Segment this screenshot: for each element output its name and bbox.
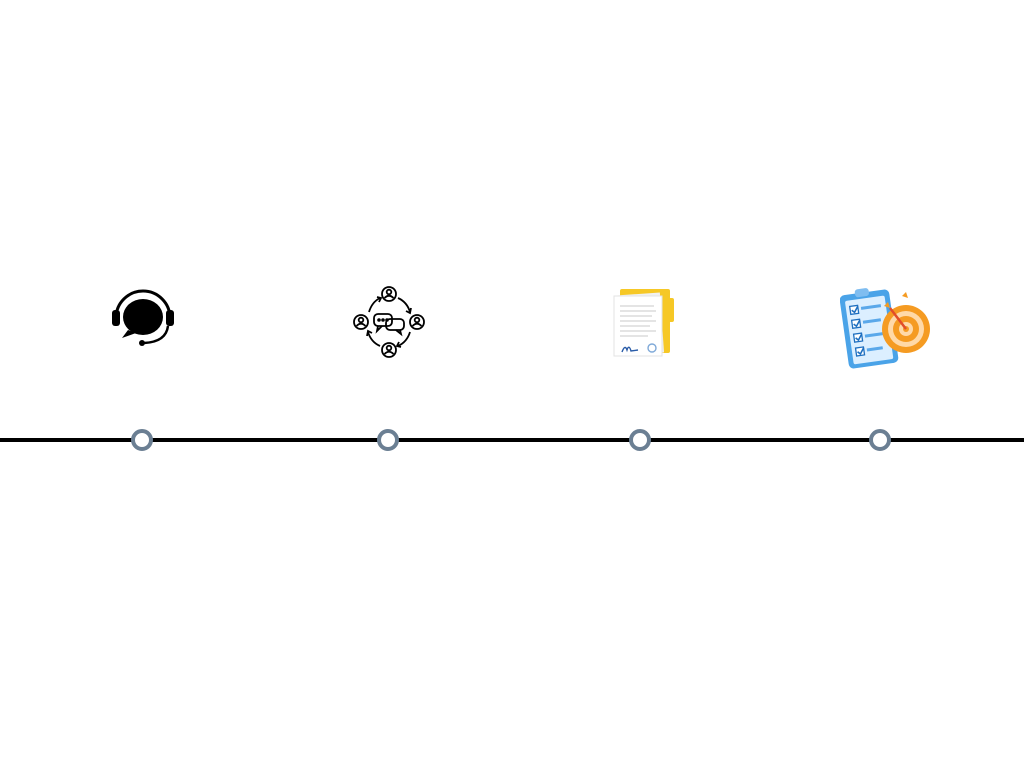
team-communication-icon [350, 284, 428, 360]
timeline-line [0, 438, 1024, 442]
checklist-target-icon [840, 284, 934, 370]
timeline-marker-2 [377, 429, 399, 451]
signed-document-folder-icon [608, 286, 678, 360]
timeline-marker-1 [131, 429, 153, 451]
timeline-marker-3 [629, 429, 651, 451]
timeline-marker-4 [869, 429, 891, 451]
customer-support-headset-icon [110, 288, 176, 348]
